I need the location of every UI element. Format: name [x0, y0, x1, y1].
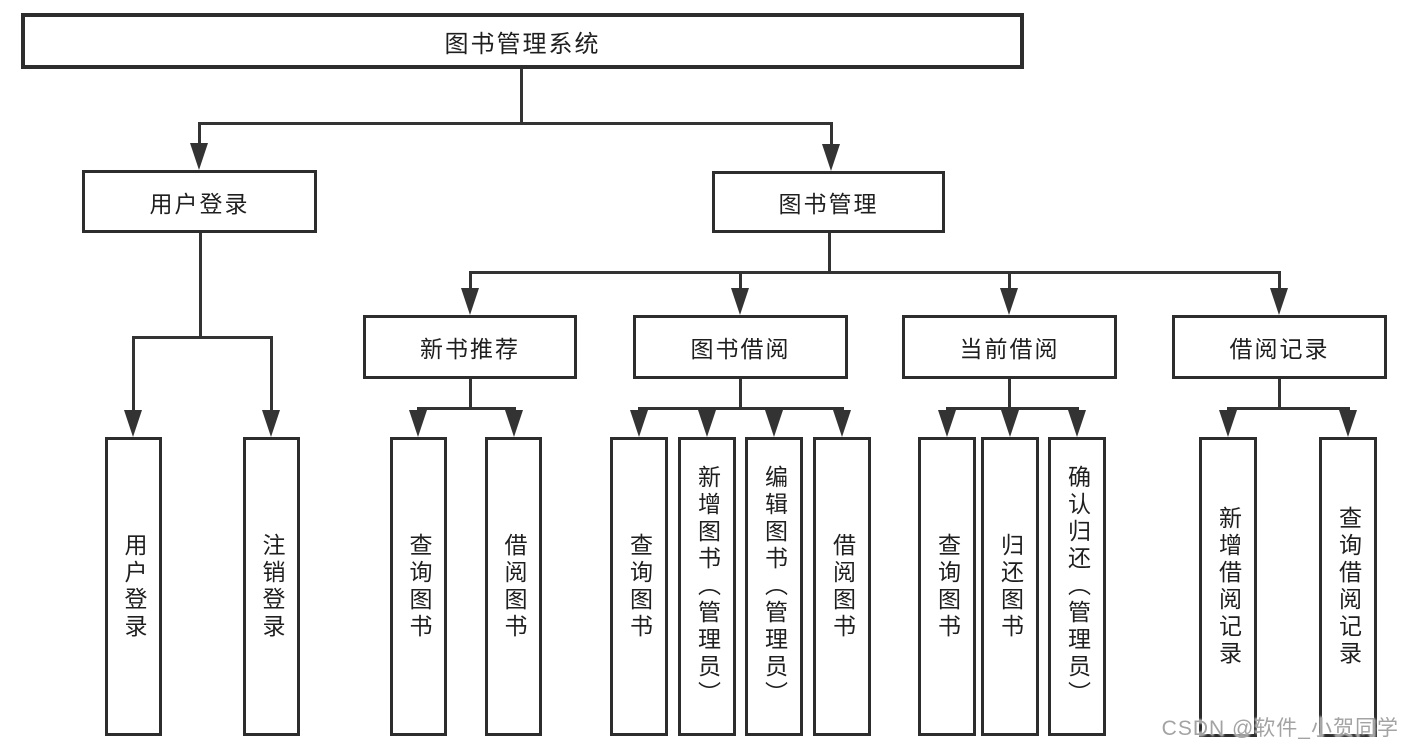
node-label: 新书推荐 — [420, 336, 520, 362]
node-label: 查询图书 — [626, 532, 653, 641]
node-label: 查询图书 — [406, 532, 432, 641]
arrowhead-down-icon — [1270, 288, 1288, 315]
node-label: 图书管理 — [778, 191, 879, 217]
connector-line — [945, 407, 1079, 410]
node-label: 注销登录 — [259, 532, 285, 641]
leaf-add-books-admin: 新增图书（管理员） — [678, 437, 736, 736]
node-label: 新增图书（管理员） — [694, 465, 721, 708]
arrowhead-down-icon — [505, 410, 523, 437]
connector-line — [468, 379, 472, 410]
connector-line — [197, 122, 201, 147]
node-library-system: 图书管理系统 — [21, 13, 1024, 69]
node-label: 用户登录 — [121, 532, 147, 641]
connector-line — [468, 271, 472, 292]
node-user-login: 用户登录 — [82, 170, 317, 233]
connector-line — [269, 336, 273, 414]
connector-line — [131, 336, 135, 414]
node-label: 借阅图书 — [501, 532, 527, 641]
arrowhead-down-icon — [1000, 288, 1018, 315]
arrowhead-down-icon — [262, 410, 280, 437]
node-book-management: 图书管理 — [712, 171, 945, 233]
connector-line — [468, 271, 1281, 274]
connector-line — [1007, 379, 1011, 410]
node-label: 图书借阅 — [690, 336, 791, 362]
connector-line — [1277, 379, 1281, 410]
node-label: 借阅记录 — [1229, 336, 1330, 362]
leaf-edit-books-admin: 编辑图书（管理员） — [745, 437, 803, 736]
connector-line — [1007, 271, 1011, 292]
arrowhead-down-icon — [938, 410, 956, 437]
leaf-confirm-return-admin: 确认归还（管理员） — [1048, 437, 1106, 736]
arrowhead-down-icon — [409, 410, 427, 437]
node-label: 归还图书 — [997, 532, 1024, 641]
arrowhead-down-icon — [731, 288, 749, 315]
node-label: 编辑图书（管理员） — [761, 465, 788, 708]
leaf-borrow-books: 借阅图书 — [813, 437, 871, 736]
connector-line — [197, 122, 833, 125]
node-label: 查询借阅记录 — [1335, 506, 1362, 668]
connector-line — [738, 271, 742, 292]
node-book-borrowing: 图书借阅 — [633, 315, 848, 379]
node-new-book-recommend: 新书推荐 — [363, 315, 577, 379]
node-label: 图书管理系统 — [444, 30, 601, 58]
node-label: 查询图书 — [934, 532, 961, 641]
node-label: 当前借阅 — [959, 336, 1060, 362]
arrowhead-down-icon — [1001, 410, 1019, 437]
arrowhead-down-icon — [461, 288, 479, 315]
arrowhead-down-icon — [765, 410, 783, 437]
node-borrowing-records: 借阅记录 — [1172, 315, 1387, 379]
leaf-query-books-recommend: 查询图书 — [390, 437, 447, 736]
connector-line — [637, 407, 844, 410]
arrowhead-down-icon — [698, 410, 716, 437]
connector-line — [738, 379, 742, 410]
leaf-user-login: 用户登录 — [105, 437, 162, 736]
arrowhead-down-icon — [630, 410, 648, 437]
connector-line — [827, 233, 831, 274]
arrowhead-down-icon — [1068, 410, 1086, 437]
arrowhead-down-icon — [822, 144, 840, 171]
arrowhead-down-icon — [124, 410, 142, 437]
connector-line — [131, 336, 273, 339]
node-label: 用户登录 — [149, 190, 250, 217]
arrowhead-down-icon — [1219, 410, 1237, 437]
connector-line — [416, 407, 516, 410]
connector-line — [829, 122, 833, 148]
arrowhead-down-icon — [190, 143, 208, 170]
node-label: 借阅图书 — [829, 532, 856, 641]
arrowhead-down-icon — [833, 410, 851, 437]
connector-line — [519, 69, 523, 125]
leaf-query-borrow-record: 查询借阅记录 — [1319, 437, 1377, 737]
node-label: 确认归还（管理员） — [1064, 465, 1091, 708]
node-label: 新增借阅记录 — [1215, 506, 1242, 668]
connector-line — [1277, 271, 1281, 292]
leaf-query-books-current: 查询图书 — [918, 437, 976, 736]
leaf-return-books: 归还图书 — [981, 437, 1039, 736]
arrowhead-down-icon — [1339, 410, 1357, 437]
node-current-borrowing: 当前借阅 — [902, 315, 1117, 379]
leaf-borrow-books-recommend: 借阅图书 — [485, 437, 542, 736]
connector-line — [1226, 407, 1350, 410]
leaf-logout: 注销登录 — [243, 437, 300, 736]
watermark: CSDN @软件_小贺同学 — [1161, 717, 1399, 740]
connector-line — [198, 233, 202, 339]
leaf-add-borrow-record: 新增借阅记录 — [1199, 437, 1257, 737]
leaf-query-books-borrowing: 查询图书 — [610, 437, 668, 736]
